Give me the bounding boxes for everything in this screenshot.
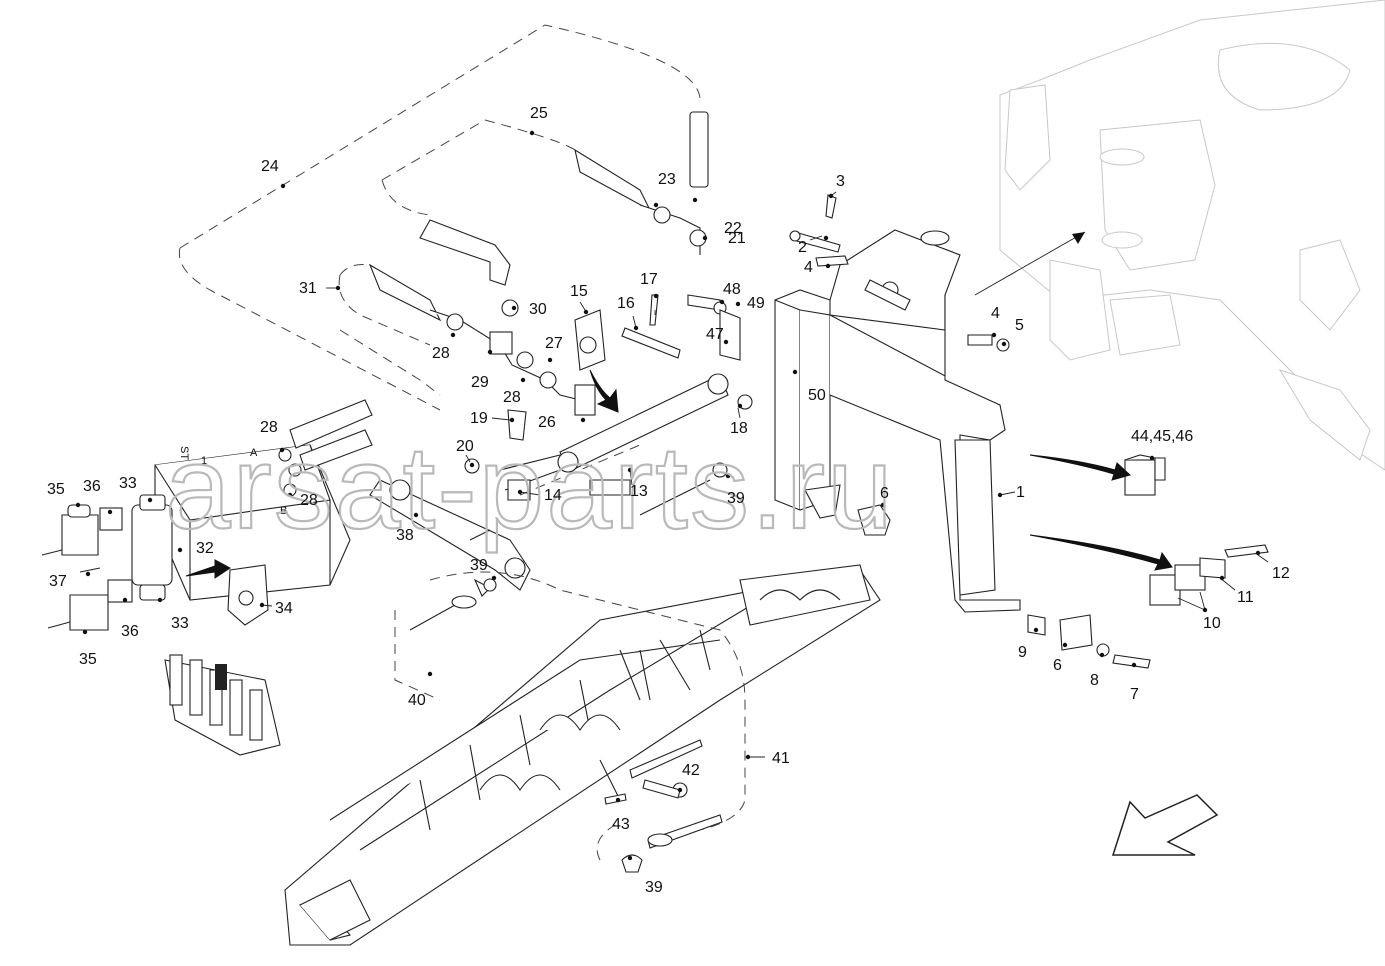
callout-23: 23 <box>658 171 676 188</box>
callout-21: 21 <box>728 230 746 247</box>
callout-14: 14 <box>544 487 562 504</box>
callout-48: 48 <box>723 281 741 298</box>
callout-2: 2 <box>798 239 807 256</box>
callout-31: 31 <box>299 280 317 297</box>
callout-11: 11 <box>1237 589 1254 606</box>
callout-44-45-46: 44,45,46 <box>1131 428 1193 445</box>
conveyor-frame <box>284 564 881 946</box>
callout-24: 24 <box>261 158 279 175</box>
callout-35: 35 <box>47 481 65 498</box>
callout-7: 7 <box>1130 686 1139 703</box>
callout-26: 26 <box>538 414 556 431</box>
callout-37: 37 <box>49 573 67 590</box>
callout-28: 28 <box>503 389 521 406</box>
callout-28: 28 <box>300 492 318 509</box>
callout-6: 6 <box>1053 657 1062 674</box>
port-label-st: ST <box>178 446 190 460</box>
callout-10: 10 <box>1203 615 1221 632</box>
hoses <box>289 111 709 471</box>
callout-35: 35 <box>79 651 97 668</box>
callout-39: 39 <box>645 879 663 896</box>
callout-40: 40 <box>408 692 426 709</box>
callout-32: 32 <box>196 540 214 557</box>
orientation-arrow-icon <box>1111 794 1219 856</box>
callout-16: 16 <box>617 295 635 312</box>
callout-33: 33 <box>171 615 189 632</box>
callout-25: 25 <box>530 105 548 122</box>
callout-5: 5 <box>1015 317 1024 334</box>
callout-36: 36 <box>83 478 101 495</box>
callout-28: 28 <box>260 419 278 436</box>
callout-49: 49 <box>747 295 765 312</box>
callout-30: 30 <box>529 301 547 318</box>
main-frame <box>774 229 1021 613</box>
callout-19: 19 <box>470 410 488 427</box>
callout-28: 28 <box>432 345 450 362</box>
port-label-one: 1 <box>201 455 207 467</box>
direction-arrows <box>185 231 1173 579</box>
hydraulic-cylinder <box>499 373 729 491</box>
callout-labels: 1 2 3 4 4 5 6 6 7 8 9 10 11 12 13 14 15 … <box>47 105 1290 896</box>
callout-43: 43 <box>612 816 630 833</box>
callout-15: 15 <box>570 283 588 300</box>
port-label-a: A <box>250 447 258 459</box>
callout-39: 39 <box>470 557 488 574</box>
callout-36: 36 <box>121 623 139 640</box>
callout-20: 20 <box>456 438 474 455</box>
valve-block <box>41 444 351 631</box>
callout-8: 8 <box>1090 672 1099 689</box>
callout-1: 1 <box>1016 484 1025 501</box>
callout-17: 17 <box>640 271 658 288</box>
callout-27: 27 <box>545 335 563 352</box>
watermark: arsat-parts.ru <box>165 422 895 554</box>
callout-9: 9 <box>1018 644 1027 661</box>
callout-33: 33 <box>119 475 137 492</box>
callout-3: 3 <box>836 173 845 190</box>
callout-4: 4 <box>991 305 1000 322</box>
callout-34: 34 <box>275 600 293 617</box>
control-valve-bank <box>164 654 281 756</box>
callout-12: 12 <box>1272 565 1290 582</box>
callout-13: 13 <box>630 483 648 500</box>
port-label-b: B <box>280 505 287 517</box>
machine-background <box>999 0 1385 471</box>
callout-29: 29 <box>471 374 489 391</box>
callout-38: 38 <box>396 527 414 544</box>
callout-42: 42 <box>682 762 700 779</box>
callout-18: 18 <box>730 420 748 437</box>
callout-50: 50 <box>808 387 826 404</box>
callout-47: 47 <box>706 326 724 343</box>
callout-39: 39 <box>727 490 745 507</box>
callout-41: 41 <box>772 750 790 767</box>
link-bar <box>369 479 531 597</box>
routing-lines <box>178 24 746 861</box>
leader-lines <box>75 130 1269 861</box>
callout-4: 4 <box>804 259 813 276</box>
callout-22: 22 <box>724 220 742 237</box>
callout-6: 6 <box>880 485 889 502</box>
